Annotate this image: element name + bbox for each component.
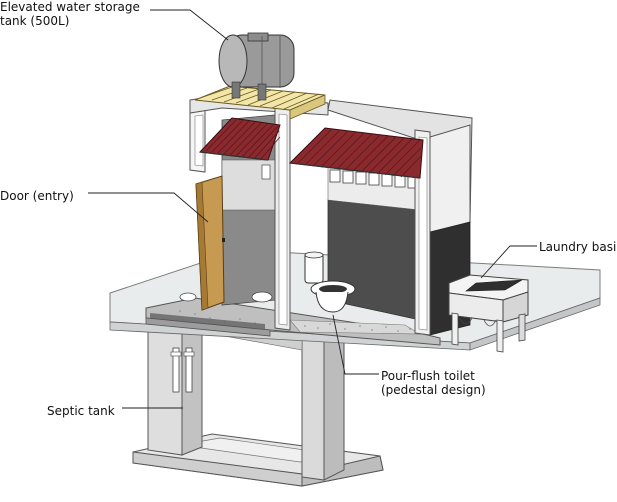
label-toilet-line1: Pour-flush toilet [381, 369, 475, 383]
leader-lines [88, 9, 537, 409]
label-toilet-line2: (pedestal design) [381, 383, 486, 397]
label-door: Door (entry) [0, 189, 74, 203]
laundry-leader-line [480, 245, 537, 279]
roofs [198, 117, 424, 179]
label-water-tank-line1: Elevated water storage [0, 0, 140, 14]
label-septic-tank: Septic tank [47, 404, 115, 418]
floor-slab [145, 297, 441, 346]
septic-tank [132, 319, 384, 487]
right-partition [414, 129, 431, 336]
laundry-basin [448, 274, 529, 353]
door-leader-line [88, 192, 209, 223]
pour-flush-toilet [304, 251, 356, 313]
tank-leader-line [150, 9, 229, 41]
label-water-tank: Elevated water storage tank (500L) [0, 0, 140, 28]
toilet-leader-line [332, 314, 379, 375]
label-laundry-basin: Laundry basin [539, 240, 617, 254]
water-tank [218, 32, 295, 101]
label-water-tank-line2: tank (500L) [0, 14, 70, 28]
label-toilet: Pour-flush toilet (pedestal design) [381, 369, 486, 397]
entry-door [195, 175, 225, 311]
